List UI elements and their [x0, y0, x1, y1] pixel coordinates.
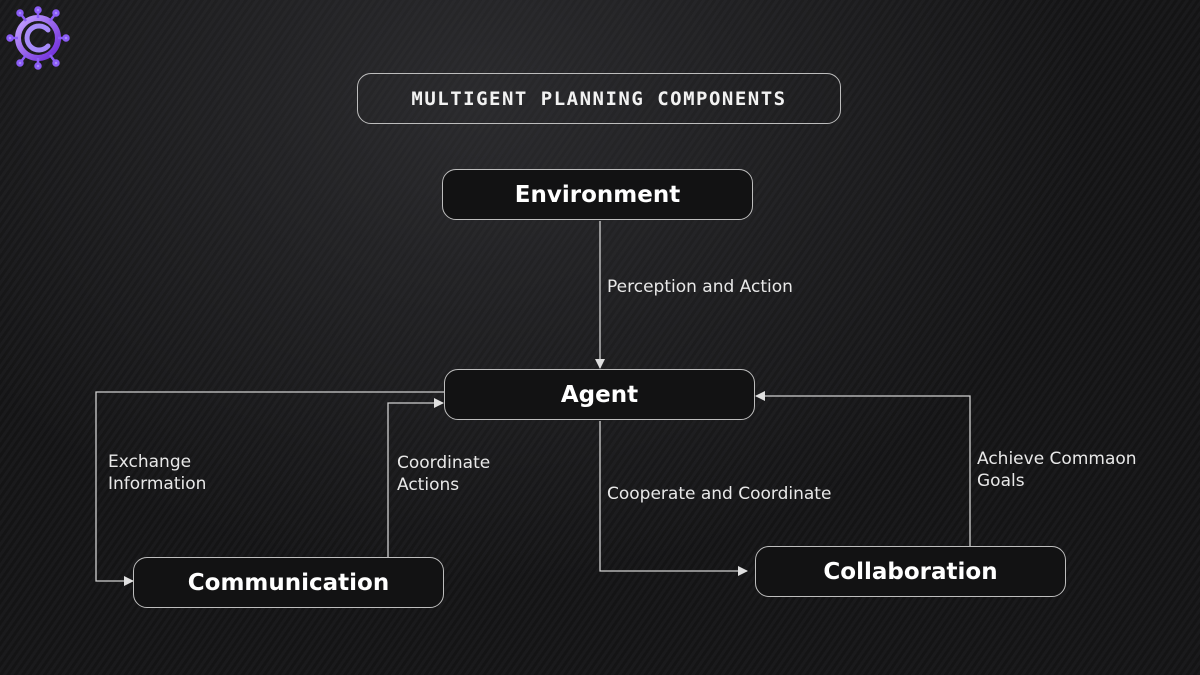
circuit-c-logo-icon: [6, 6, 70, 70]
edge-label-achieve-line2: Goals: [977, 471, 1025, 491]
node-collaboration: Collaboration: [755, 546, 1066, 597]
edge-label-exchange-line2: Information: [108, 474, 207, 494]
edge-label-coordinate-line1: Coordinate: [397, 453, 491, 473]
node-environment: Environment: [442, 169, 753, 220]
node-agent: Agent: [444, 369, 755, 420]
edge-label-exchange-line1: Exchange: [108, 452, 192, 472]
edge-label-cooperate: Cooperate and Coordinate: [607, 484, 832, 504]
edge-communication-to-agent: [387, 398, 444, 557]
edge-label-perception: Perception and Action: [607, 277, 793, 297]
edge-agent-to-collaboration: [599, 421, 748, 576]
edge-label-coordinate-line2: Actions: [397, 475, 460, 495]
edge-collaboration-to-agent: [755, 391, 971, 546]
diagram-title: Multigent Planning Components: [357, 73, 841, 124]
node-communication: Communication: [133, 557, 444, 608]
edge-label-exchange: Exchange Information: [108, 451, 206, 495]
edge-agent-to-communication: [95, 391, 444, 586]
edge-label-achieve-line1: Achieve Commaon: [977, 449, 1137, 469]
edge-label-coordinate: Coordinate Actions: [397, 452, 490, 496]
edge-label-achieve: Achieve Commaon Goals: [977, 448, 1137, 492]
